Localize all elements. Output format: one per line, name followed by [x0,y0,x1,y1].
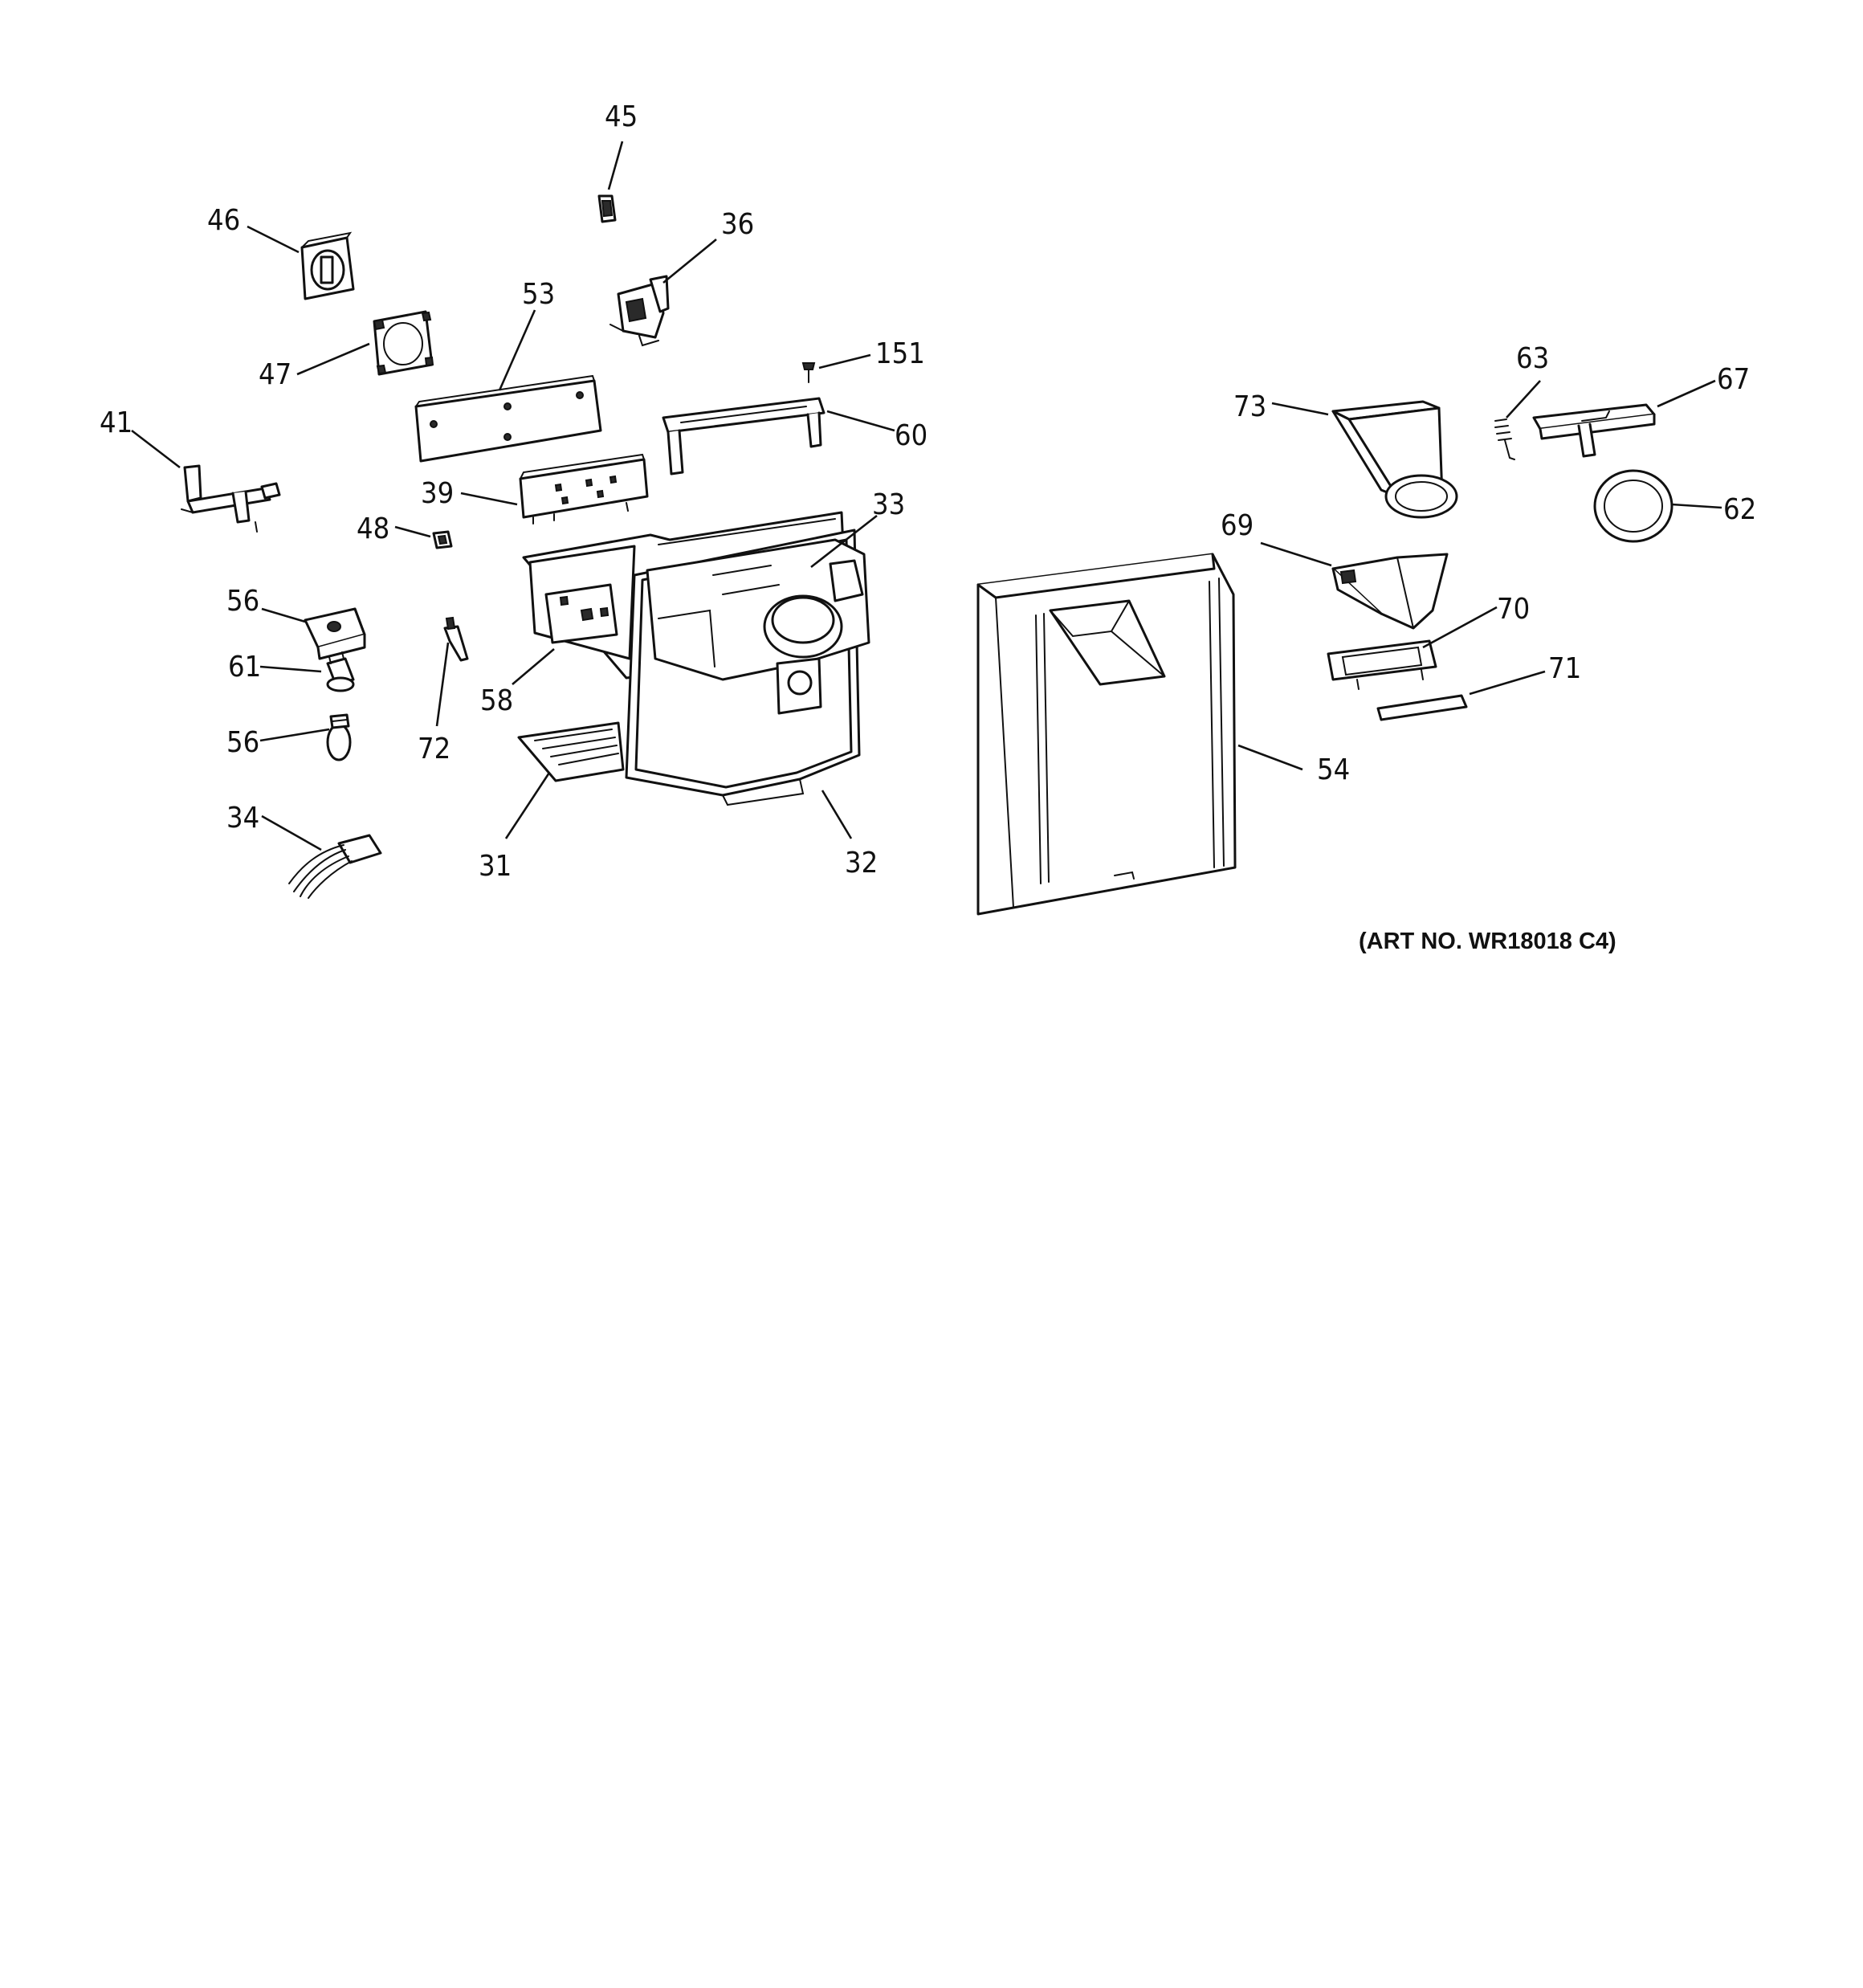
part-69-chute-door [1331,553,1449,630]
callout-151: 151 [875,337,925,370]
part-72-actuator [443,616,469,662]
callout-45: 45 [605,100,638,133]
part-71-bar [1376,694,1468,721]
callout-63: 63 [1516,342,1549,375]
part-70-frame [1327,639,1437,690]
part-46-cap [300,231,355,300]
part-36-bracket [609,275,670,347]
callout-47: 47 [259,358,291,391]
part-60-bar [662,397,826,476]
part-63-spring [1494,418,1515,460]
callout-67: 67 [1717,363,1750,396]
callout-56-bottom: 56 [226,726,259,759]
part-67-bracket [1532,403,1656,458]
part-56-bulb [326,713,352,761]
callout-72: 72 [418,733,450,765]
callout-56-top: 56 [226,585,259,618]
callout-31: 31 [479,850,512,883]
callout-48: 48 [357,512,389,545]
callout-69: 69 [1221,509,1254,542]
part-41-bracket [181,464,281,533]
part-61-socket [326,651,355,692]
callout-60: 60 [895,419,927,452]
callout-32: 32 [845,847,878,880]
callout-39: 39 [421,477,454,510]
callout-58: 58 [480,684,513,717]
part-54-door-panel [976,553,1237,916]
callout-54: 54 [1317,753,1350,786]
part-56-socket-cover [304,607,366,660]
part-32-main-housing [625,529,870,806]
callout-62: 62 [1723,493,1756,526]
part-53-panel [414,374,602,463]
callout-46: 46 [207,204,240,237]
callout-61: 61 [228,651,261,684]
part-62-ring [1593,469,1673,543]
callout-34: 34 [226,802,259,835]
callout-53: 53 [522,278,555,311]
art-number: (ART NO. WR18018 C4) [1359,929,1616,954]
callout-labels: 45 46 36 53 47 151 41 60 39 33 48 56 61 … [100,100,1756,883]
callout-41: 41 [100,406,132,439]
part-45-clip [597,194,617,223]
part-34-harness [288,834,382,899]
part-73-chute [1331,400,1458,519]
part-39-board [519,453,649,525]
leader-lines [131,141,1722,851]
part-151-screw [801,362,816,383]
callout-71: 71 [1548,652,1581,685]
callout-70: 70 [1497,593,1530,626]
part-47-bezel [373,310,434,376]
callout-36: 36 [721,208,754,241]
callout-73: 73 [1233,390,1266,423]
part-48-switch [432,530,453,549]
callout-33: 33 [872,488,905,521]
